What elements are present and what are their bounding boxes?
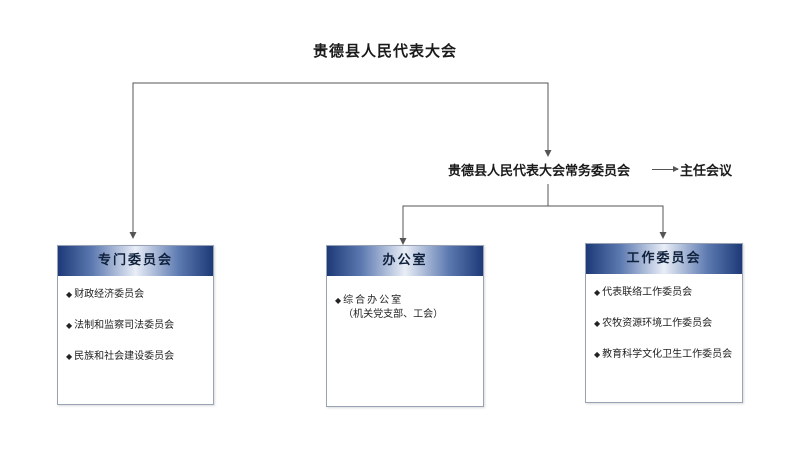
work-committees-box: 工作委员会 ◆ 代表联络工作委员会 ◆ 农牧资源环境工作委员会 ◆ 教育科学文化… — [585, 243, 743, 403]
office-box: 办公室 ◆ 综合办公室 （机关党支部、工会） — [326, 245, 484, 407]
work-committees-header: 工作委员会 — [586, 244, 742, 274]
office-header: 办公室 — [327, 246, 483, 276]
office-item-label: 综合办公室 — [343, 295, 404, 306]
diamond-bullet-icon: ◆ — [594, 350, 601, 359]
office-item-sub: （机关党支部、工会） — [343, 309, 444, 320]
special-committees-list: ◆ 财政经济委员会 ◆ 法制和监察司法委员会 ◆ 民族和社会建设委员会 — [58, 276, 213, 364]
director-meeting-label: 主任会议 — [680, 164, 733, 179]
diamond-bullet-icon: ◆ — [594, 288, 601, 297]
diamond-bullet-icon: ◆ — [66, 321, 73, 330]
list-item: ◆ 财政经济委员会 — [66, 289, 145, 300]
list-item: ◆ 法制和监察司法委员会 — [66, 320, 175, 331]
diamond-bullet-icon: ◆ — [66, 290, 73, 299]
office-list: ◆ 综合办公室 （机关党支部、工会） — [327, 276, 483, 322]
list-item: ◆ 农牧资源环境工作委员会 — [594, 318, 713, 329]
list-item: ◆ 综合办公室 （机关党支部、工会） — [335, 294, 475, 322]
list-item: ◆ 教育科学文化卫生工作委员会 — [594, 349, 733, 360]
arrow-right-icon — [652, 166, 679, 172]
diamond-bullet-icon: ◆ — [66, 352, 73, 361]
special-committees-header: 专门委员会 — [58, 246, 213, 276]
list-item: ◆ 代表联络工作委员会 — [594, 287, 693, 298]
standing-committee-title: 贵德县人民代表大会常务委员会 — [448, 164, 631, 179]
diamond-bullet-icon: ◆ — [335, 296, 342, 305]
list-item: ◆ 民族和社会建设委员会 — [66, 351, 175, 362]
special-committees-box: 专门委员会 ◆ 财政经济委员会 ◆ 法制和监察司法委员会 ◆ 民族和社会建设委员… — [57, 245, 214, 405]
diamond-bullet-icon: ◆ — [594, 319, 601, 328]
top-title-people-congress: 贵德县人民代表大会 — [312, 42, 457, 60]
work-committees-list: ◆ 代表联络工作委员会 ◆ 农牧资源环境工作委员会 ◆ 教育科学文化卫生工作委员… — [586, 274, 742, 362]
